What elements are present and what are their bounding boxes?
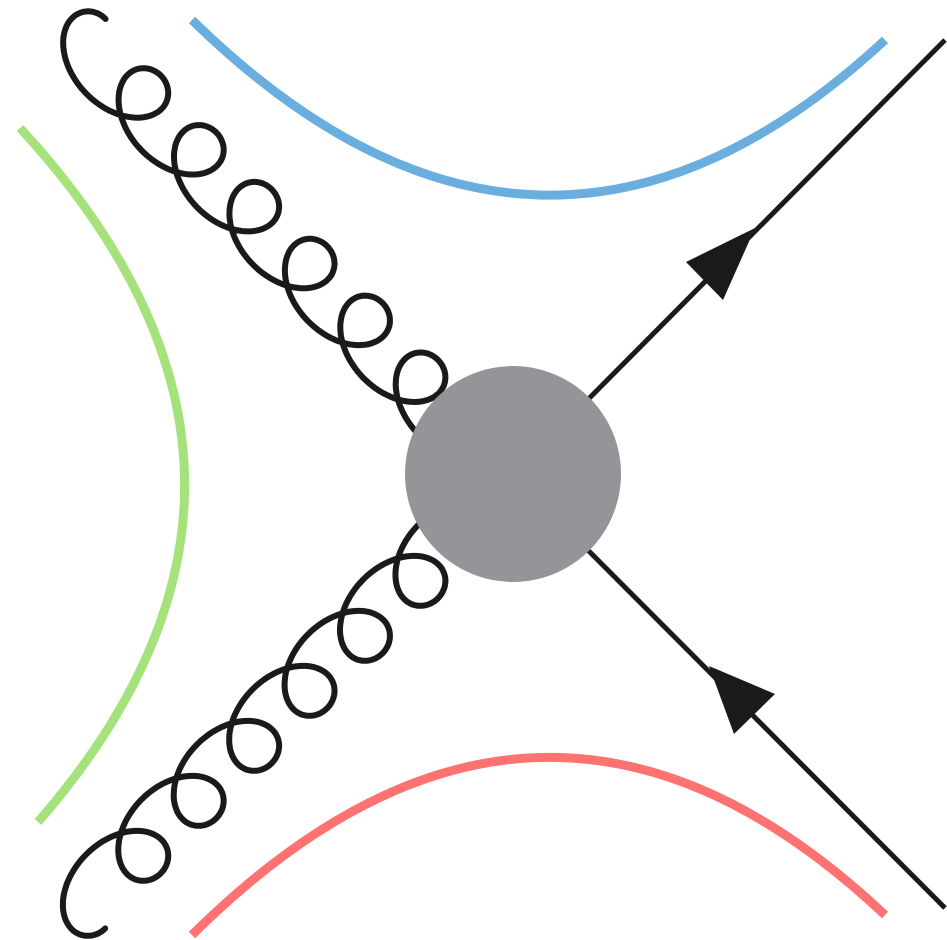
arc-top bbox=[188, 16, 889, 200]
gluon-lower-left bbox=[59, 497, 504, 939]
arrow-outgoing-icon bbox=[686, 228, 755, 300]
arc-left bbox=[16, 124, 189, 825]
interaction-blob bbox=[405, 366, 621, 582]
arc-bottom bbox=[188, 753, 889, 939]
gluon-upper-left bbox=[60, 8, 504, 462]
arrow-incoming-icon bbox=[709, 666, 775, 734]
